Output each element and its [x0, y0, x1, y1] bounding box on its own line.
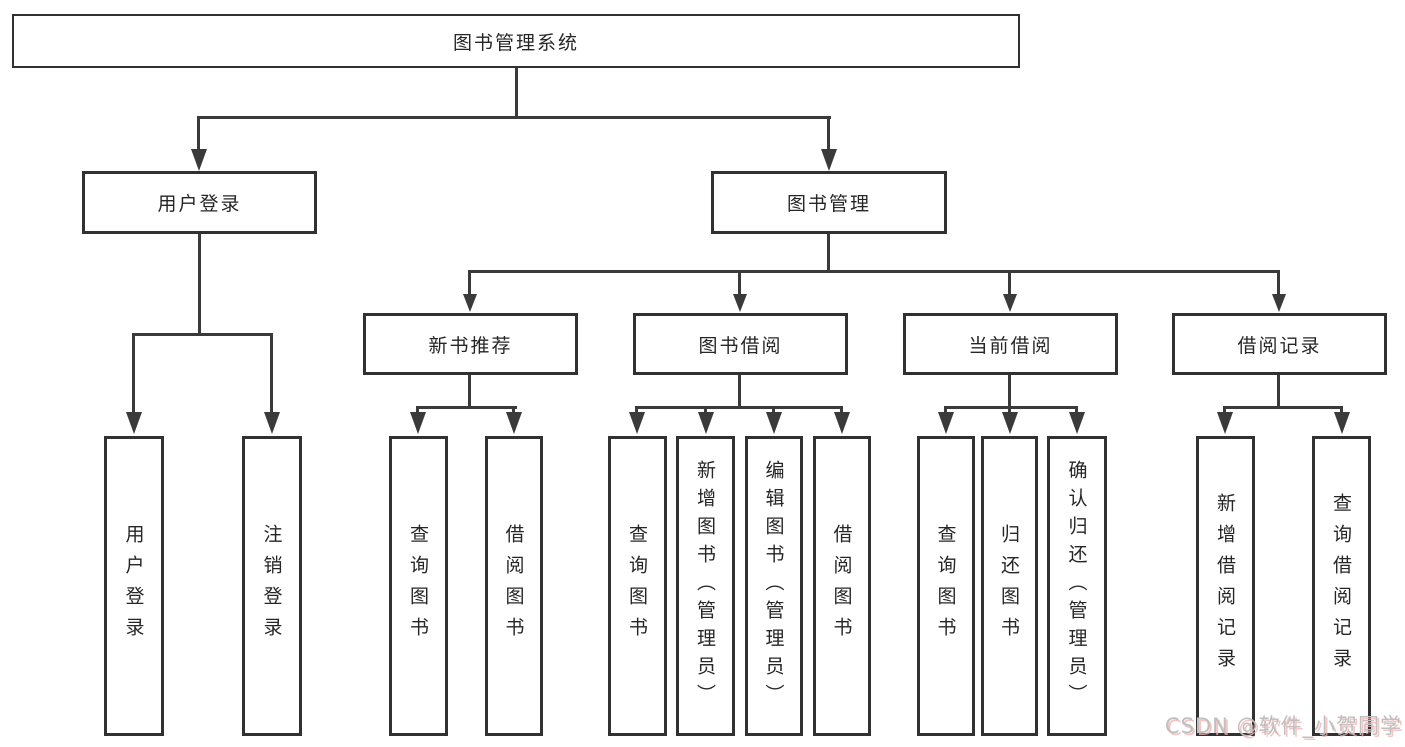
- node-query-books-recommend: 查询图书: [389, 436, 448, 736]
- arrow-down-icon: [1217, 412, 1233, 434]
- arrow-down-icon: [1003, 294, 1017, 312]
- connector-line: [704, 406, 707, 414]
- node-user-login-action: 用户登录: [104, 436, 164, 736]
- node-add-borrow-record: 新增借阅记录: [1196, 436, 1255, 736]
- connector-line: [468, 270, 471, 294]
- arrow-down-icon: [766, 412, 782, 434]
- arrow-down-icon: [126, 412, 142, 434]
- connector-line: [945, 406, 1078, 409]
- connector-line: [738, 270, 741, 294]
- connector-line: [1008, 406, 1011, 414]
- arrow-down-icon: [463, 294, 477, 312]
- connector-line: [944, 406, 947, 414]
- connector-line: [827, 116, 830, 150]
- connector-line: [636, 406, 843, 409]
- csdn-watermark: CSDN @软件_小贺同学: [1164, 714, 1402, 738]
- node-query-borrow-record: 查询借阅记录: [1312, 436, 1371, 736]
- connector-line: [417, 406, 517, 409]
- connector-line: [1223, 406, 1226, 414]
- node-current-borrowing: 当前借阅: [903, 313, 1118, 375]
- connector-line: [1340, 406, 1343, 414]
- connector-line: [133, 333, 273, 336]
- arrow-down-icon: [191, 149, 207, 171]
- connector-line: [197, 116, 831, 119]
- arrow-down-icon: [938, 412, 954, 434]
- arrow-down-icon: [1002, 412, 1018, 434]
- connector-line: [840, 406, 843, 414]
- connector-line: [1224, 406, 1343, 409]
- connector-line: [1008, 270, 1011, 294]
- arrow-down-icon: [1069, 412, 1085, 434]
- arrow-down-icon: [733, 294, 747, 312]
- arrow-down-icon: [821, 149, 837, 171]
- arrow-down-icon: [629, 412, 645, 434]
- node-logout-action: 注销登录: [242, 436, 302, 736]
- connector-line: [738, 373, 741, 409]
- node-query-books-current: 查询图书: [917, 436, 975, 736]
- arrow-down-icon: [698, 412, 714, 434]
- connector-line: [635, 406, 638, 414]
- connector-line: [1008, 373, 1011, 409]
- connector-line: [1075, 406, 1078, 414]
- node-borrowing-records: 借阅记录: [1172, 313, 1387, 375]
- connector-line: [469, 270, 1280, 273]
- arrow-down-icon: [1272, 294, 1286, 312]
- node-borrow-books: 借阅图书: [813, 436, 871, 736]
- arrow-down-icon: [1334, 412, 1350, 434]
- node-return-books: 归还图书: [981, 436, 1038, 736]
- node-borrow-books-recommend: 借阅图书: [485, 436, 543, 736]
- arrow-down-icon: [834, 412, 850, 434]
- connector-line: [270, 333, 273, 412]
- node-edit-books-admin: 编辑图书（管理员）: [745, 436, 803, 736]
- node-book-borrowing: 图书借阅: [633, 313, 848, 375]
- node-add-books-admin: 新增图书（管理员）: [676, 436, 735, 736]
- connector-line: [132, 333, 135, 412]
- arrow-down-icon: [264, 412, 280, 434]
- connector-line: [1277, 270, 1280, 294]
- connector-line: [468, 373, 471, 409]
- node-new-book-recommendation: 新书推荐: [363, 313, 578, 375]
- connector-line: [198, 234, 201, 335]
- arrow-down-icon: [506, 412, 522, 434]
- connector-line: [1277, 373, 1280, 409]
- connector-line: [772, 406, 775, 414]
- connector-line: [512, 406, 515, 414]
- node-book-management-branch: 图书管理: [711, 171, 947, 234]
- connector-line: [515, 66, 518, 118]
- connector-line: [197, 116, 200, 150]
- arrow-down-icon: [410, 412, 426, 434]
- connector-line: [416, 406, 419, 414]
- node-query-books-borrowing: 查询图书: [608, 436, 667, 736]
- node-user-login-branch: 用户登录: [82, 171, 317, 234]
- node-library-management-system: 图书管理系统: [12, 14, 1020, 68]
- node-confirm-return-admin: 确认归还（管理员）: [1047, 436, 1107, 736]
- connector-line: [827, 234, 830, 273]
